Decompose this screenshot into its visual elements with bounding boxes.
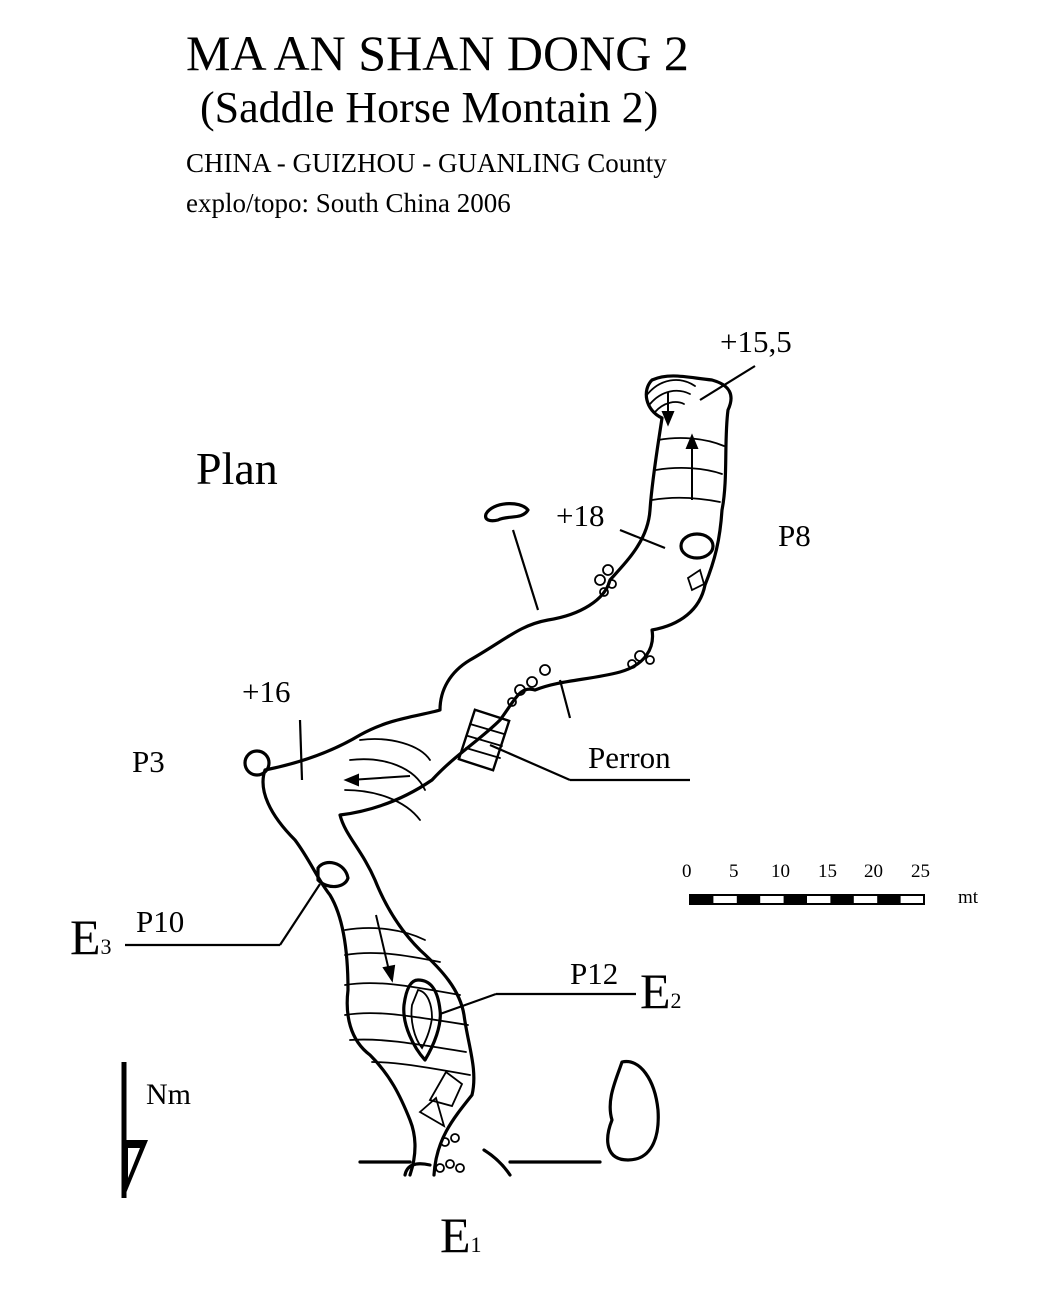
slope-lines [344, 437, 725, 1076]
scale-segment [783, 895, 807, 904]
scale-tick-label: 5 [729, 861, 739, 882]
leader-lines [125, 365, 756, 1016]
entrance-letter: E [70, 909, 101, 965]
slope-arrows [343, 392, 699, 983]
scale-segment [877, 895, 901, 904]
view-label: Plan [196, 443, 278, 494]
credits-line: explo/topo: South China 2006 [186, 188, 511, 218]
entrance-label-e3: E3 [70, 912, 112, 962]
scale-unit: mt [958, 887, 979, 908]
top-dome-hatch [645, 379, 696, 413]
entrance-index: 2 [670, 988, 682, 1013]
detached-chamber [484, 502, 530, 523]
map-subtitle: (Saddle Horse Montain 2) [200, 83, 659, 132]
altitude-label-mid: +18 [556, 498, 605, 533]
pit-p10-outline [316, 860, 350, 889]
scale-bar [689, 894, 925, 905]
pit-p12-inner [410, 988, 433, 1050]
entrance-index: 3 [100, 934, 112, 959]
pit-label-p3: P3 [132, 744, 165, 779]
perron-steps [457, 708, 511, 772]
scale-tick-label: 15 [818, 861, 837, 882]
scale-segment [736, 895, 761, 904]
entrance-lip [403, 1148, 512, 1177]
altitude-label-left: +16 [242, 674, 291, 709]
altitude-label-top: +15,5 [720, 324, 792, 359]
entrance-letter: E [640, 963, 671, 1019]
pit-p3-outline [243, 749, 271, 777]
entrance-label-e1: E1 [440, 1210, 482, 1260]
scale-segment [830, 895, 854, 904]
rock-outline [606, 1060, 660, 1162]
scale-tick-label: 20 [864, 861, 883, 882]
north-label: Nm [146, 1078, 191, 1111]
entrance-letter: E [440, 1207, 471, 1263]
scale-tick-label: 10 [771, 861, 790, 882]
map-title: MA AN SHAN DONG 2 [186, 25, 689, 81]
pit-label-p8: P8 [778, 518, 811, 553]
north-arrow-icon [121, 1062, 148, 1198]
entrance-index: 1 [470, 1232, 482, 1257]
pit-label-p12: P12 [570, 956, 619, 991]
scale-tick-label: 25 [911, 861, 930, 882]
cave-wall-right [261, 374, 733, 1177]
region-line: CHINA - GUIZHOU - GUANLING County [186, 148, 667, 178]
pit-label-p10: P10 [136, 904, 185, 939]
scale-tick-label: 0 [682, 861, 692, 882]
entrance-label-e2: E2 [640, 966, 682, 1016]
scale-segment [690, 895, 714, 904]
pit-p12-outline [402, 978, 442, 1062]
pit-p8-outline [679, 532, 715, 560]
boulders [418, 564, 706, 1173]
perron-label: Perron [588, 740, 671, 775]
